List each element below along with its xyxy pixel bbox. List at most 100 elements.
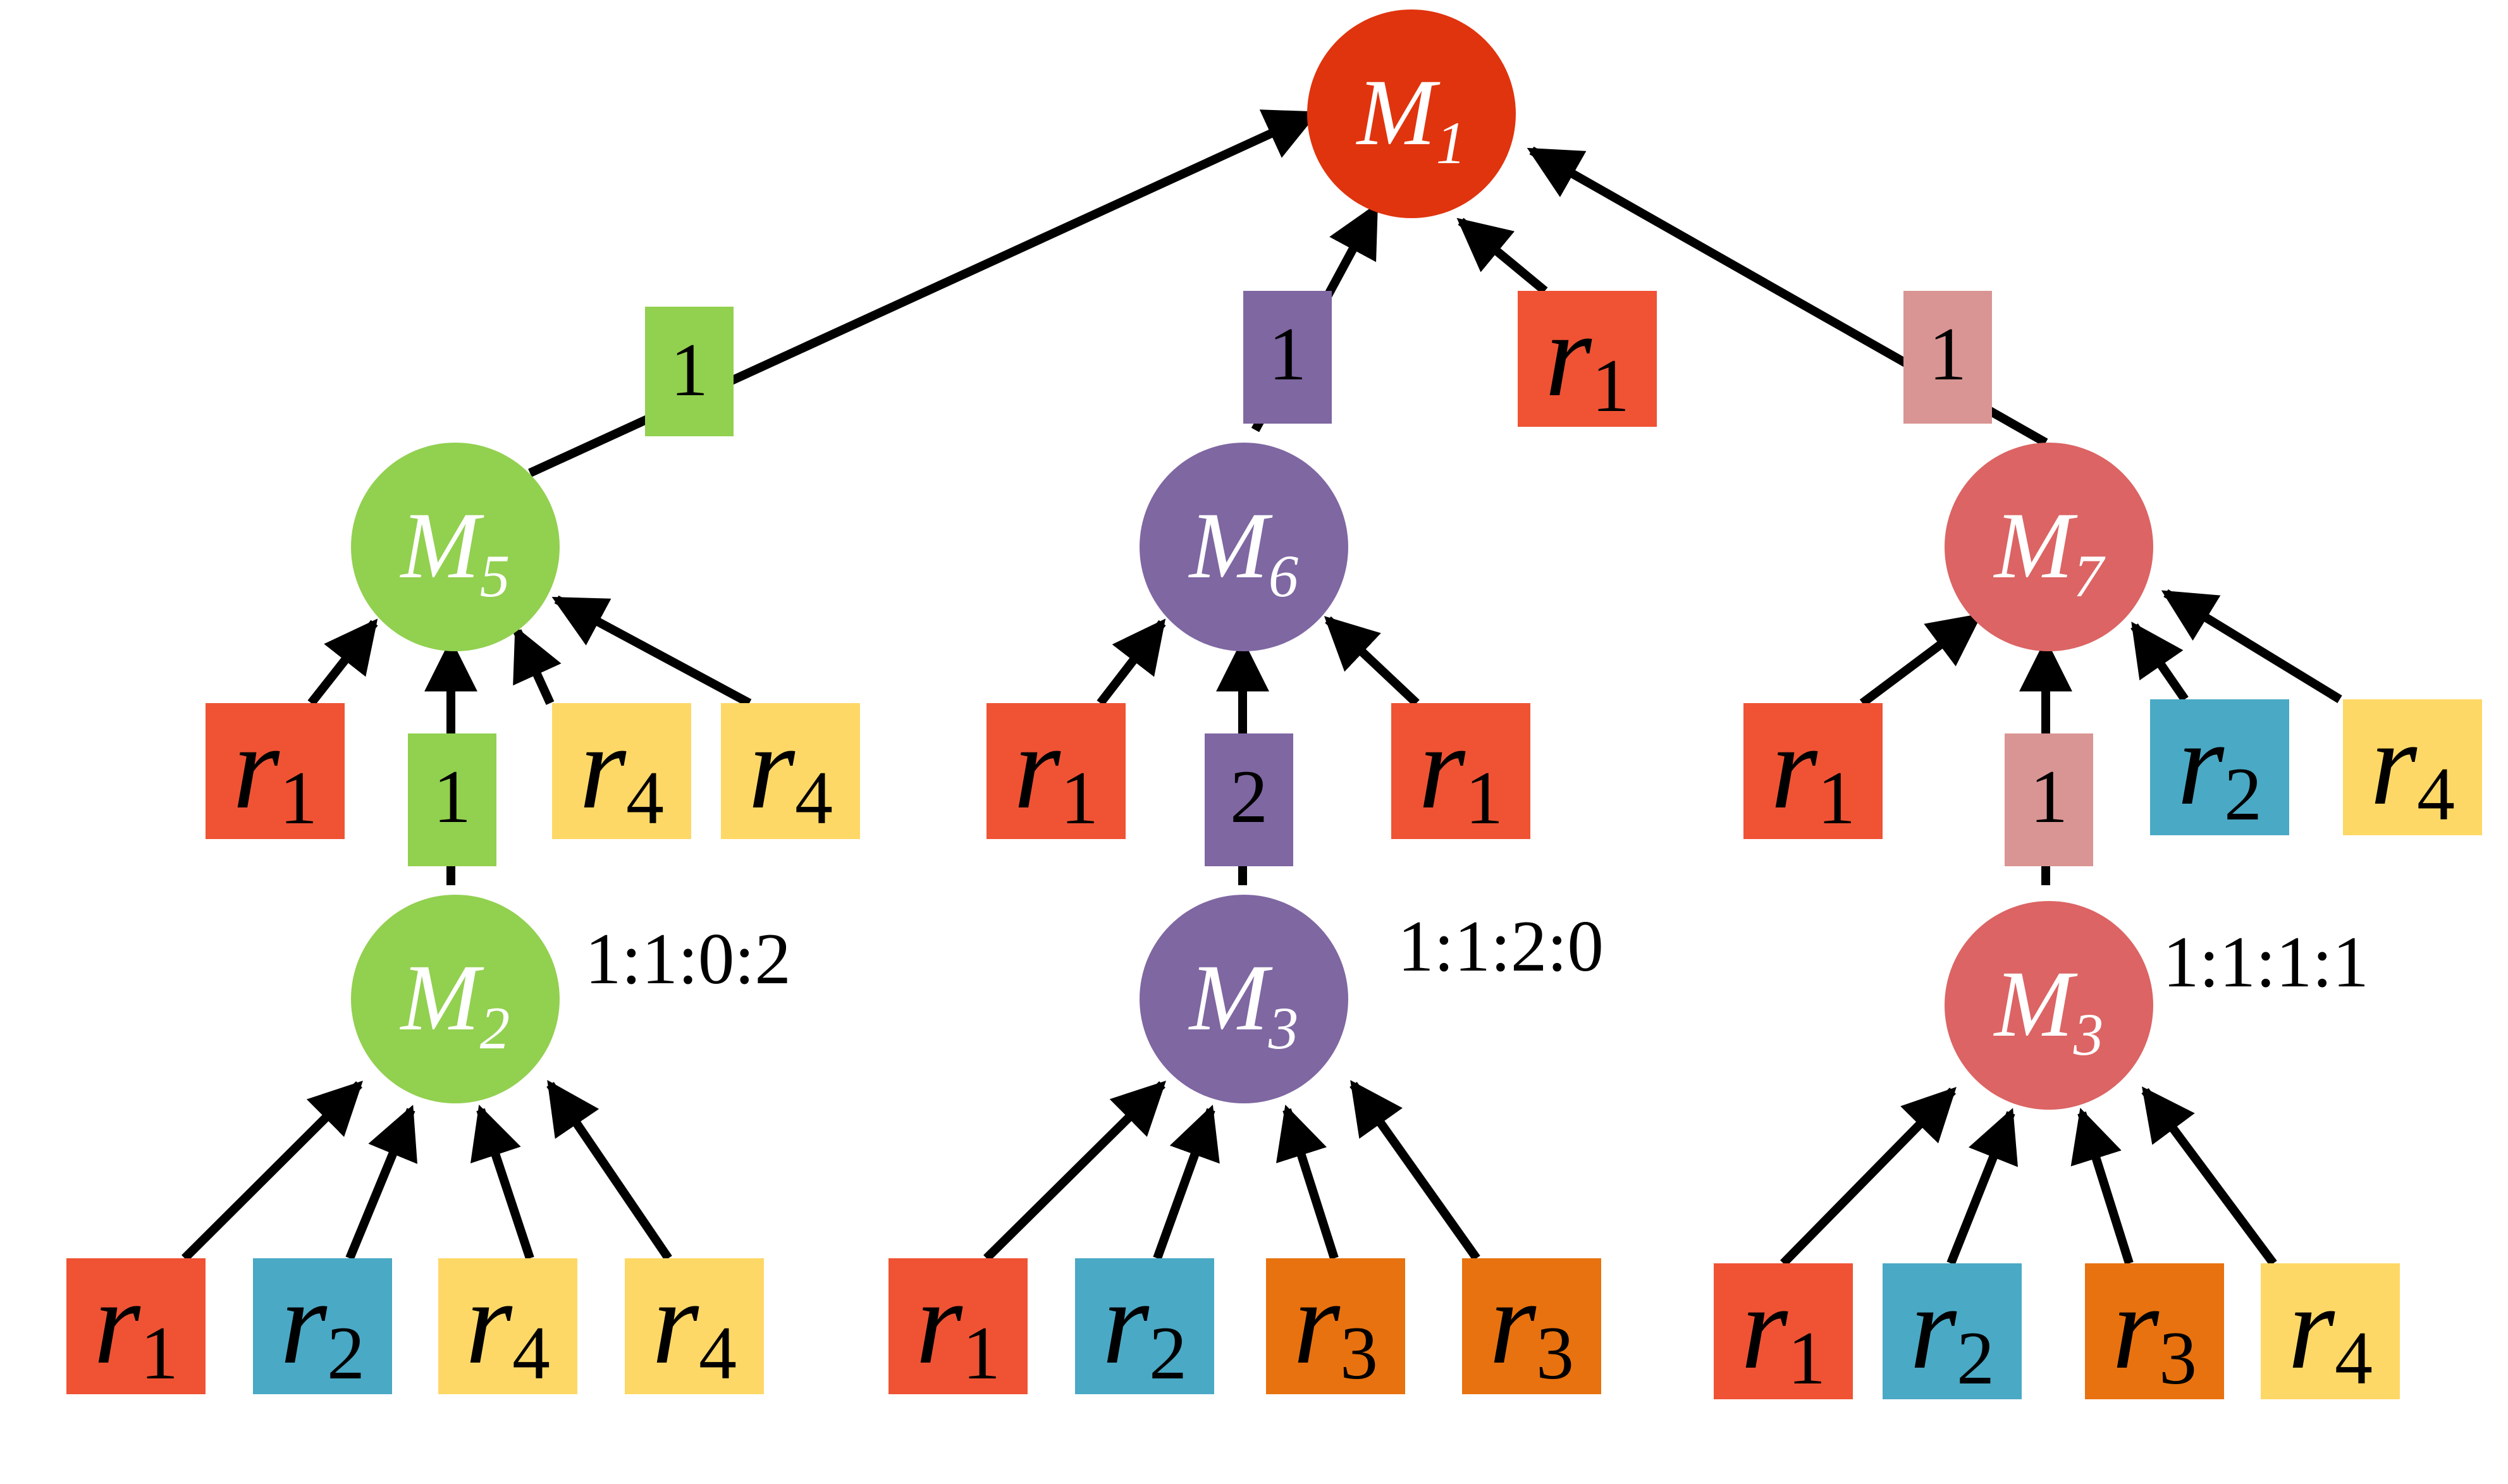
rule-b2-r1-label: r [916,1256,963,1389]
rule-b3-r1-label: r [1741,1261,1788,1394]
rule-b1-r1-sub: 1 [140,1311,178,1395]
arrow-r4-to-m7 [2161,589,2342,703]
arrow-r4a-to-m5 [513,626,562,705]
rule-b2-r2-sub: 2 [1149,1311,1187,1395]
node-m2-label: M [400,945,484,1050]
rule-box-b3-r3: r3 [2085,1261,2224,1400]
rule-box-b2-r1: r1 [888,1256,1028,1395]
rule-box-m6-r1b: r1 [1391,701,1530,840]
node-m3-middle-sub: 3 [1268,995,1299,1062]
rule-b3-r1-sub: 1 [1788,1316,1826,1400]
edge-label-m3-m7-text: 1 [2030,754,2068,838]
node-m6: M6 [1140,443,1348,651]
node-m7-sub: 7 [2074,543,2106,610]
ratio-right: 1:1:1:1 [2163,922,2369,1002]
node-m1-label: M [1356,60,1441,165]
rule-top-r1-label: r [1545,289,1592,422]
svg-text:M7: M7 [1993,493,2106,610]
rule-b2-r3b-sub: 3 [1536,1311,1574,1395]
rule-b3-r3-label: r [2112,1261,2160,1394]
ratio-labels: 1:1:0:2 1:1:2:0 1:1:1:1 [585,906,2369,1002]
arrow-b2r1-to-m3 [983,1081,1166,1261]
rule-m5-r4a-label: r [579,701,627,834]
rule-box-b2-r3a: r3 [1266,1256,1405,1395]
svg-text:r3: r3 [1489,1256,1574,1395]
svg-text:M3: M3 [1188,945,1298,1062]
rule-m6-r1b-label: r [1418,701,1466,834]
rule-m5-r4b-sub: 4 [795,756,833,840]
node-m2-sub: 2 [480,995,510,1062]
edge-label-m3-m6: 2 [1205,733,1293,866]
rule-box-m7-r1: r1 [1743,701,1883,840]
rule-b2-r3a-sub: 3 [1340,1311,1378,1395]
node-m3-middle-label: M [1188,945,1273,1050]
edge-label-m3-m6-text: 2 [1230,754,1268,838]
rule-m5-r4b-label: r [748,701,796,834]
rule-m5-r4a-sub: 4 [626,756,664,840]
ratio-left: 1:1:0:2 [585,919,791,999]
node-m3-right: M3 [1945,901,2153,1110]
svg-text:r1: r1 [1418,701,1503,840]
rule-b1-r4a-label: r [465,1256,513,1389]
svg-text:r4: r4 [465,1256,550,1395]
rule-b1-r4b-sub: 4 [699,1311,737,1395]
rule-m7-r2-sub: 2 [2224,752,2262,836]
node-m1: M1 [1307,9,1516,218]
arrow-r4b-to-m5 [551,595,752,708]
rule-m7-r2-label: r [2177,697,2225,830]
svg-text:r2: r2 [1102,1256,1187,1395]
node-m1-sub: 1 [1436,109,1466,176]
svg-text:M1: M1 [1356,60,1466,176]
svg-text:r1: r1 [916,1256,1000,1395]
rule-box-b1-r4a: r4 [438,1256,577,1395]
svg-text:r2: r2 [280,1256,365,1395]
rule-box-b3-r2: r2 [1883,1261,2022,1400]
arrow-b1r4b-to-m2 [546,1080,672,1261]
rule-box-m7-r4: r4 [2343,697,2482,836]
edge-label-m7-m1: 1 [1903,291,1992,424]
rule-box-b1-r4b: r4 [625,1256,764,1395]
arrow-b3r3-to-m3 [2070,1107,2134,1265]
rule-b1-r2-label: r [280,1256,328,1389]
ratio-middle: 1:1:2:0 [1398,906,1604,986]
edge-label-m6-m1: 1 [1243,291,1332,424]
rule-box-m5-r4b: r4 [721,701,860,840]
rule-m7-r1-label: r [1771,701,1818,834]
edge-label-m6-m1-text: 1 [1269,312,1306,396]
arrow-b3r4-to-m3 [2141,1086,2277,1266]
rule-b1-r2-sub: 2 [327,1311,365,1395]
svg-text:r1: r1 [94,1256,178,1395]
arrow-b2r3b-to-m3 [1349,1080,1480,1261]
svg-text:r4: r4 [652,1256,737,1395]
svg-text:r1: r1 [1014,701,1098,840]
arrow-r1a-to-m6 [1097,618,1166,706]
rule-b2-r3b-label: r [1489,1256,1537,1389]
rule-box-m5-r1: r1 [206,701,345,840]
svg-text:M3: M3 [1993,952,2103,1068]
svg-text:M6: M6 [1188,493,1299,610]
rule-b1-r1-label: r [94,1256,141,1389]
rule-m5-r1-label: r [233,701,280,834]
motif-nodes: M1 M5 M6 M7 M2 M3 M3 [351,9,2153,1110]
arrow-r1-to-m7 [1859,613,1982,707]
svg-text:r3: r3 [2112,1261,2197,1400]
rule-box-b1-r2: r2 [253,1256,392,1395]
svg-text:r4: r4 [579,701,664,840]
rule-b3-r3-sub: 3 [2159,1316,2197,1400]
rule-b3-r4-sub: 4 [2335,1316,2373,1400]
edge-labels: 1 1 1 1 2 1 [408,291,2093,866]
node-m6-sub: 6 [1269,543,1299,610]
rule-b3-r2-sub: 2 [1957,1316,1995,1400]
edge-label-m3-m7: 1 [2005,733,2093,866]
node-m5: M5 [351,443,560,651]
node-m2: M2 [351,895,560,1103]
rule-m5-r1-sub: 1 [280,756,317,840]
edge-label-m2-m5-text: 1 [433,754,471,838]
node-m5-label: M [400,493,484,598]
node-m7-label: M [1993,493,2078,598]
arrow-r1-to-m1 [1456,218,1548,295]
arrow-b2r3a-to-m3 [1276,1104,1339,1260]
rule-b2-r3a-label: r [1293,1256,1341,1389]
arrow-r2-to-m7 [2130,622,2189,702]
